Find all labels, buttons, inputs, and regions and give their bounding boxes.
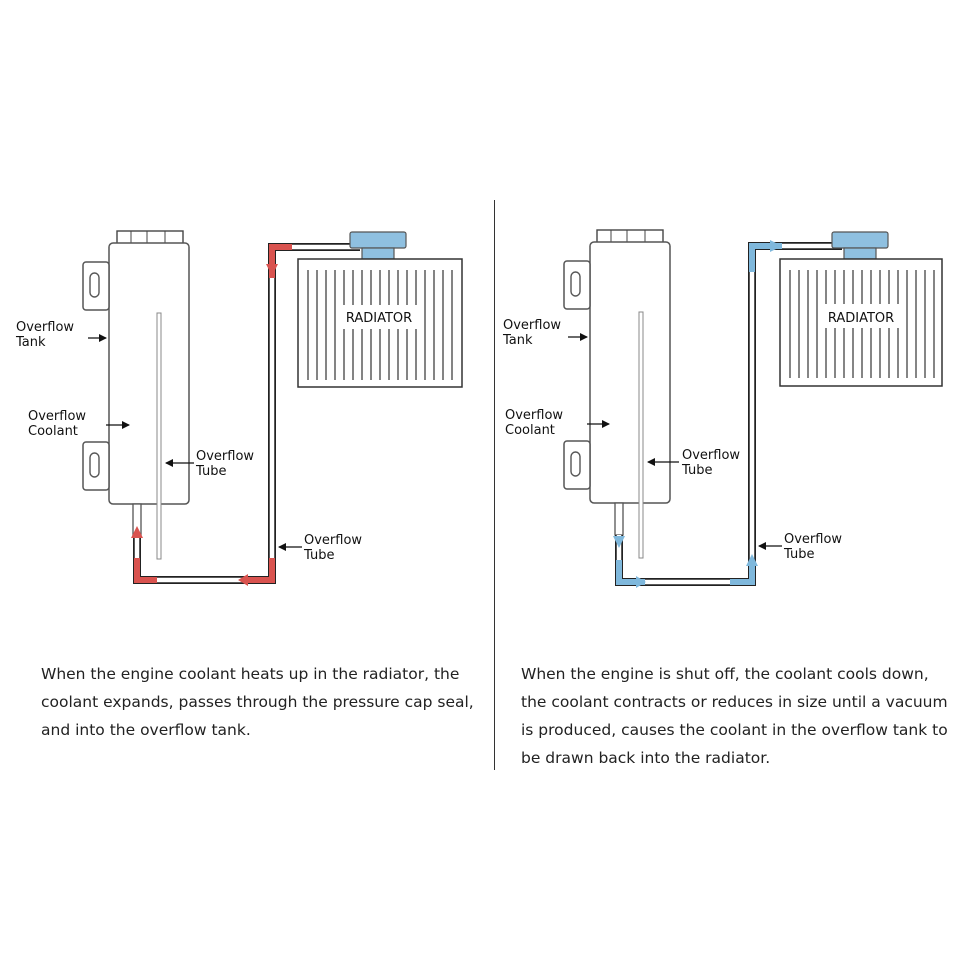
label-inner-tube-line2: Tube — [195, 464, 226, 479]
label-overflow-tank-line2: Tank — [502, 333, 533, 348]
label-outer-tube-line1: Overflow — [304, 533, 362, 548]
tank-cap — [116, 230, 184, 245]
label-overflow-tank-line1: Overflow — [503, 318, 561, 333]
mount-tab-bottom — [563, 440, 591, 490]
flow-arrows — [613, 240, 782, 588]
tank-outlet-pipe — [614, 502, 624, 536]
caption-cooling: When the engine is shut off, the coolant… — [521, 665, 948, 767]
radiator-label: RADIATOR — [828, 311, 894, 326]
pressure-cap — [349, 231, 407, 260]
mount-tab-bottom — [82, 441, 110, 491]
label-outer-tube-line2: Tube — [783, 547, 814, 562]
label-outer-tube-line1: Overflow — [784, 532, 842, 547]
mount-tab-top — [563, 260, 591, 310]
internal-overflow-tube — [638, 311, 644, 559]
label-overflow-tank-line2: Tank — [15, 335, 46, 350]
caption-heating: When the engine coolant heats up in the … — [41, 665, 474, 739]
tank-cap — [596, 229, 664, 244]
flow-arrows — [131, 264, 278, 586]
internal-overflow-tube — [156, 312, 162, 560]
cooling-panel: RADIATOR Overflow Tank Overflow Coolant … — [502, 229, 943, 588]
label-overflow-coolant-line1: Overflow — [28, 409, 86, 424]
label-inner-tube-line1: Overflow — [682, 448, 740, 463]
mount-tab-top — [82, 261, 110, 311]
overflow-tank — [589, 241, 671, 504]
label-overflow-tank-line1: Overflow — [16, 320, 74, 335]
pressure-cap — [831, 231, 889, 260]
label-outer-tube-line2: Tube — [303, 548, 334, 563]
label-overflow-coolant-line2: Coolant — [505, 423, 555, 438]
overflow-tank — [108, 242, 190, 505]
label-overflow-coolant-line1: Overflow — [505, 408, 563, 423]
radiator-label: RADIATOR — [346, 311, 412, 326]
panel-divider — [494, 200, 495, 770]
heating-panel: RADIATOR Overflow Tank Overflow Coolant … — [15, 230, 463, 586]
label-overflow-coolant-line2: Coolant — [28, 424, 78, 439]
label-inner-tube-line2: Tube — [681, 463, 712, 478]
label-inner-tube-line1: Overflow — [196, 449, 254, 464]
